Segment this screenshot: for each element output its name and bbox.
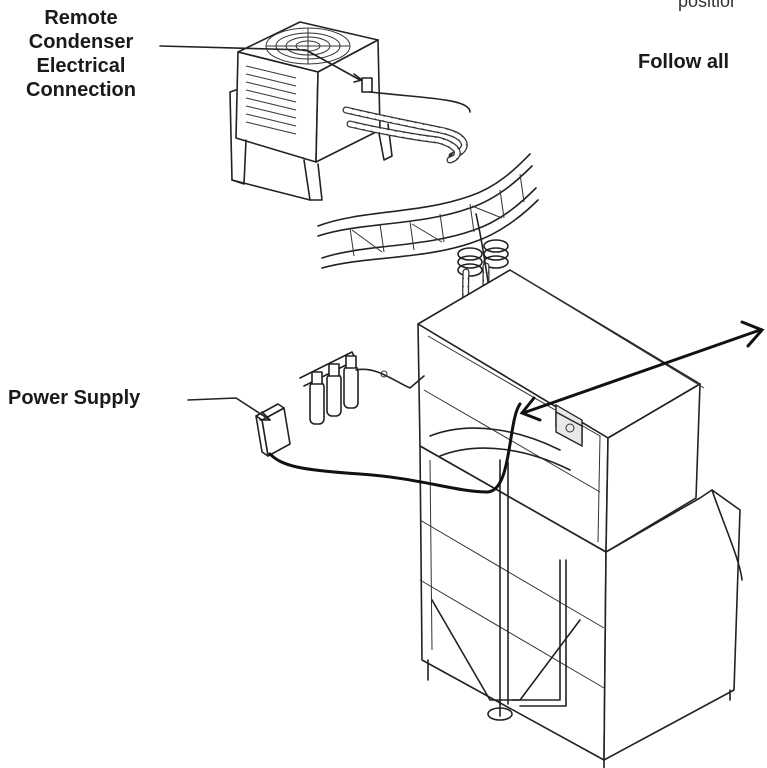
remote-condenser-label-line: Connection: [26, 79, 136, 101]
condenser-leader-line: [159, 45, 361, 81]
power-cable: [268, 402, 522, 494]
remote-condenser-label: Remote Condenser Electrical Connection: [6, 6, 156, 102]
power-supply-box: [255, 403, 291, 457]
position-text-fragment: positior: [678, 0, 737, 11]
condenser-leader-line-arrow: [353, 73, 363, 83]
water-filter-assembly: [299, 351, 425, 425]
roof-truss: [317, 153, 539, 269]
ice-machine-head: [417, 269, 705, 553]
remote-condenser-label-line: Electrical: [36, 55, 126, 77]
remote-condenser-label-line: Condenser: [28, 31, 134, 53]
condenser-line-set: [342, 91, 471, 164]
ice-storage-bin: [419, 445, 743, 768]
power-supply-leader-arrow: [259, 411, 271, 421]
power-supply-leader-line: [187, 397, 271, 421]
follow-all-text: Follow all: [638, 51, 730, 73]
double-headed-arrow: [519, 320, 765, 422]
remote-condenser-label-line: Remote: [44, 7, 118, 29]
remote-condenser-unit: [229, 21, 393, 201]
power-supply-label: Power Supply: [8, 387, 141, 409]
